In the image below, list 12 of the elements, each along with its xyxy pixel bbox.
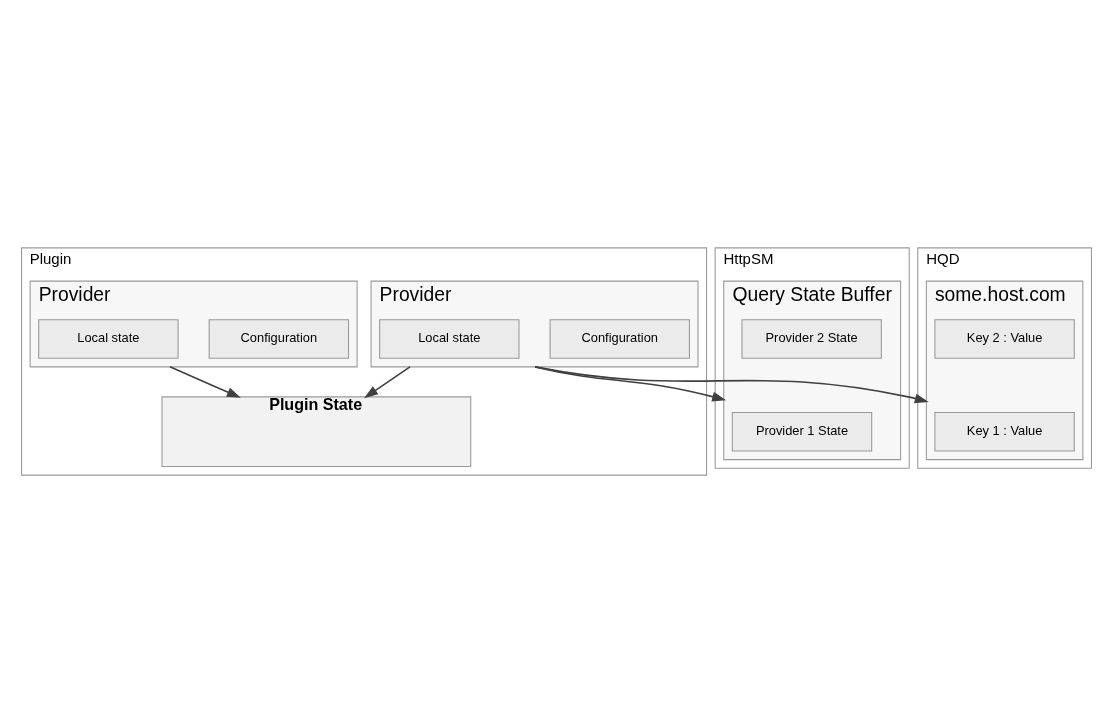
node-box: Provider 1 State <box>731 411 873 452</box>
arrow <box>364 366 411 399</box>
node-box: Key 2 : Value <box>934 319 1075 359</box>
node-box: Plugin State <box>161 396 472 468</box>
node-box: Configuration <box>208 319 350 359</box>
arrow <box>534 366 929 404</box>
node-box: Configuration <box>549 319 690 359</box>
arrow <box>169 366 241 398</box>
node-box: Local state <box>38 319 179 359</box>
node-box: Local state <box>379 319 520 359</box>
node-box: Provider 2 State <box>741 319 882 359</box>
node-box: Key 1 : Value <box>934 411 1075 452</box>
